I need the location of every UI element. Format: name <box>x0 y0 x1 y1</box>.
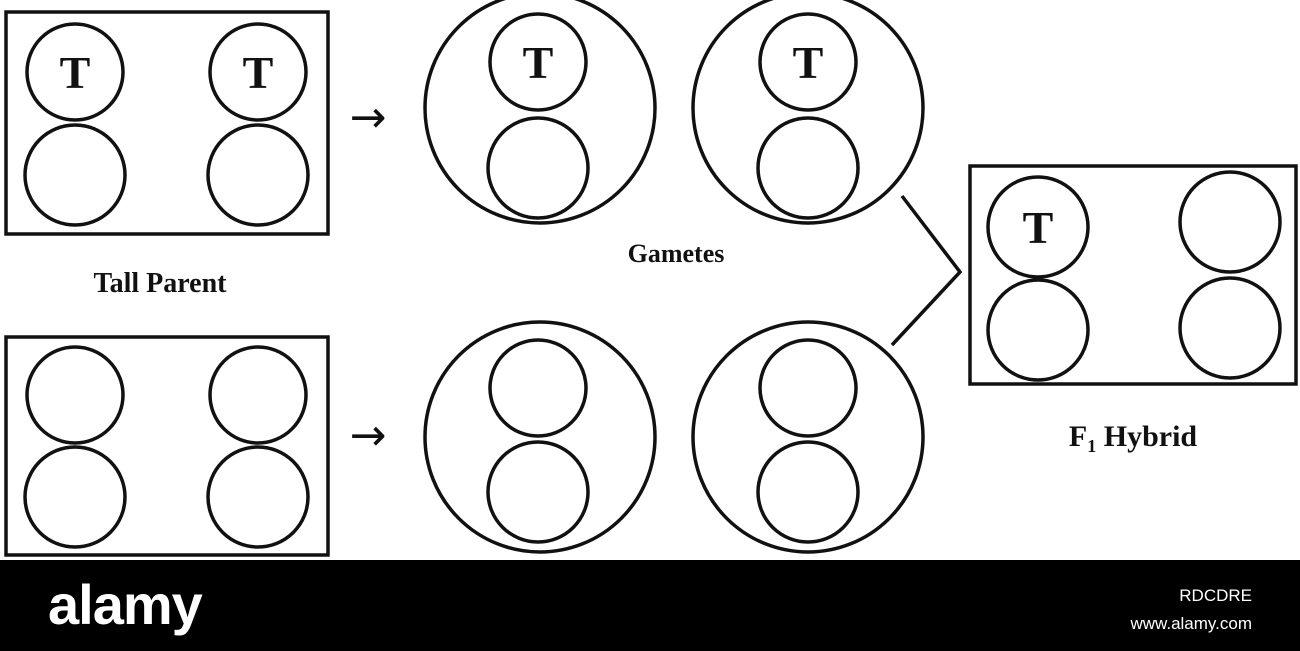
gamete-top-left-chromosome <box>486 116 590 220</box>
label-tall-parent: Tall Parent <box>93 268 227 299</box>
genetics-diagram: T T T T T → → Tall Parent Gametes F1 Hyb… <box>4 0 1298 557</box>
gamete-top-left-chromosome-t <box>488 12 588 112</box>
tall-parent-chromosome-3 <box>23 123 127 227</box>
gene-label-gamete-1: T <box>523 37 554 88</box>
tall-parent-chromosome-4 <box>206 123 310 227</box>
short-parent-chromosome-1 <box>25 345 125 445</box>
short-parent-chromosome-4 <box>206 445 310 549</box>
gamete-bottom-right <box>691 320 925 554</box>
image-id-text: RDCDRE <box>1179 586 1252 605</box>
gene-label-f1-hybrid: T <box>1023 202 1054 253</box>
gamete-bottom-left <box>423 320 657 554</box>
gamete-bottom-left-chromosome-2 <box>486 440 590 544</box>
gene-label-tall-parent-2: T <box>243 47 274 98</box>
arrow-short-to-gametes: → <box>350 410 387 461</box>
gamete-top-right-chromosome <box>756 116 860 220</box>
arrow-tall-to-gametes: → <box>350 92 387 143</box>
fusion-bracket-lines <box>890 194 963 347</box>
short-parent-cell <box>4 335 330 557</box>
gamete-top-left <box>423 0 657 225</box>
f1-hybrid-chromosome-2 <box>1178 170 1282 274</box>
watermark-footer: alamy RDCDRE www.alamy.com <box>0 560 1300 651</box>
gene-label-tall-parent-1: T <box>60 47 91 98</box>
f1-hybrid-chromosome-4 <box>1178 276 1282 380</box>
gamete-top-right <box>691 0 925 225</box>
short-parent-chromosome-3 <box>23 445 127 549</box>
tall-parent-cell <box>4 10 330 236</box>
f1-hybrid-chromosome-3 <box>986 278 1090 382</box>
gene-label-gamete-2: T <box>793 37 824 88</box>
gamete-bottom-right-chromosome-1 <box>758 338 858 438</box>
f1-hybrid-cell <box>968 164 1298 386</box>
gamete-top-right-chromosome-t <box>758 12 858 112</box>
brand-logo: alamy <box>48 573 203 636</box>
tall-parent-chromosome-t1 <box>25 22 125 122</box>
short-parent-chromosome-2 <box>208 345 308 445</box>
tall-parent-chromosome-t2 <box>208 22 308 122</box>
label-f1-hybrid: F1 Hybrid <box>1069 420 1197 456</box>
gamete-bottom-left-chromosome-1 <box>488 338 588 438</box>
f1-hybrid-chromosome-t <box>986 175 1090 279</box>
label-gametes: Gametes <box>628 239 725 268</box>
site-url-text: www.alamy.com <box>1130 614 1252 633</box>
gamete-bottom-right-chromosome-2 <box>756 440 860 544</box>
